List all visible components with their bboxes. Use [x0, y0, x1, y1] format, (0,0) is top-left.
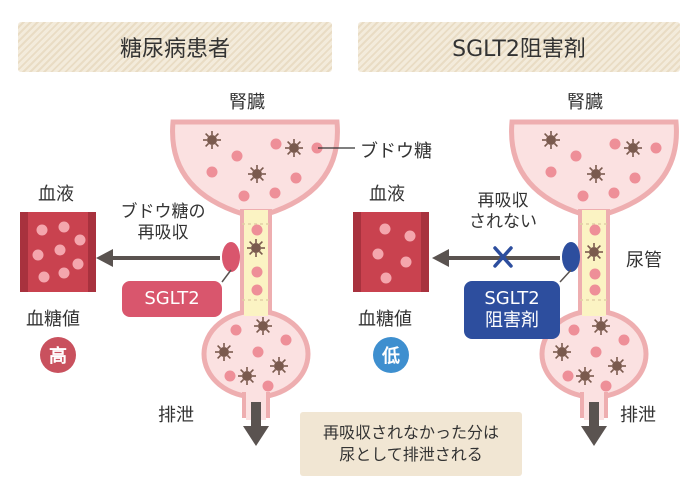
- left-excretion-arrow: [243, 402, 269, 446]
- right-inhibitor-line2: 阻害剤: [485, 310, 539, 331]
- left-reabsorb-line2: 再吸収: [137, 223, 189, 244]
- right-kidney: [509, 119, 679, 420]
- right-inhibitor-leader: [559, 269, 572, 283]
- excretion-note-box: 再吸収されなかった分は 尿として排泄される: [300, 412, 522, 476]
- note-line2: 尿として排泄される: [339, 445, 483, 464]
- right-inhibitor-badge: SGLT2 阻害剤: [464, 281, 560, 339]
- left-sglt2-transporter: [222, 242, 240, 272]
- right-level-text: 低: [382, 346, 400, 367]
- right-no-reabsorb-line1: 再吸収: [477, 191, 529, 211]
- left-sglt2-text: SGLT2: [144, 288, 200, 310]
- left-reabsorb-line1: ブドウ糖の: [120, 202, 206, 222]
- right-blood-sugar-label: 血糖値: [358, 309, 412, 330]
- right-blood-block: [353, 212, 429, 292]
- header-right-title: SGLT2阻害剤: [452, 37, 586, 62]
- left-level-badge: 高: [40, 337, 76, 373]
- left-sglt2-badge: SGLT2: [122, 281, 222, 317]
- right-excretion-label: 排泄: [620, 405, 656, 426]
- header-diabetic-patient: 糖尿病患者: [18, 22, 332, 72]
- right-no-reabsorb-line2: されない: [469, 212, 537, 233]
- left-reabsorb-arrow: [96, 249, 220, 267]
- header-sglt2-inhibitor: SGLT2阻害剤: [358, 22, 680, 72]
- left-kidney: [170, 119, 340, 420]
- right-excretion-arrow: [581, 402, 607, 446]
- right-no-reabsorb-label: 再吸収 されない: [458, 191, 548, 234]
- header-left-title: 糖尿病患者: [119, 37, 230, 62]
- right-level-badge: 低: [373, 337, 409, 373]
- left-blood-label: 血液: [38, 184, 74, 205]
- right-inhibitor-transporter: [562, 242, 580, 272]
- left-level-text: 高: [49, 346, 67, 367]
- left-blood-block: [20, 212, 96, 292]
- left-kidney-label: 腎臓: [229, 92, 265, 113]
- note-line1: 再吸収されなかった分は: [322, 423, 499, 443]
- left-sglt2-leader: [221, 269, 232, 283]
- right-kidney-label: 腎臓: [567, 92, 603, 113]
- left-blood-sugar-label: 血糖値: [26, 309, 80, 330]
- tubule-label: 尿管: [626, 250, 662, 271]
- left-excretion-label: 排泄: [158, 405, 194, 426]
- right-inhibitor-line1: SGLT2: [484, 288, 540, 310]
- glucose-label: ブドウ糖: [360, 141, 432, 162]
- cross-icon: [493, 246, 513, 268]
- left-reabsorb-label: ブドウ糖の 再吸収: [108, 202, 218, 245]
- right-blood-label: 血液: [369, 184, 405, 205]
